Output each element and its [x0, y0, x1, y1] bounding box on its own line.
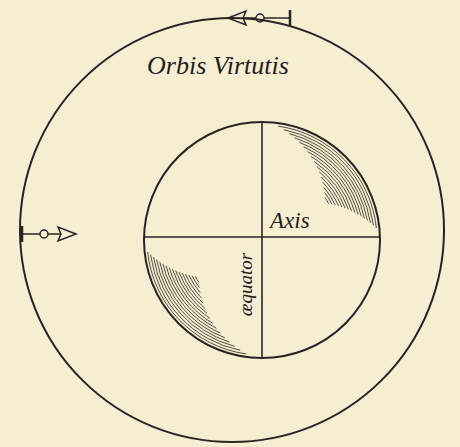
equator-label: æquator — [236, 251, 257, 318]
hatch-stroke — [325, 198, 329, 204]
hatch-stroke — [321, 177, 342, 207]
hatch-stroke — [172, 269, 209, 318]
virtue-orb-ring: Axis æquator Orbis Virtutis — [20, 18, 444, 442]
axis-line — [261, 122, 263, 358]
hatch-stroke — [317, 167, 348, 210]
hatch-stroke — [314, 162, 351, 211]
orb-label: Orbis Virtutis — [145, 52, 291, 81]
node-outline — [144, 122, 380, 358]
motion-arrow-left — [22, 226, 76, 242]
hatch-stroke — [303, 147, 361, 216]
hatch-stroke — [160, 262, 225, 338]
hatch-stroke — [319, 172, 345, 208]
circle-outline — [20, 18, 444, 442]
hatch-stroke — [154, 257, 235, 346]
axis-label: Axis — [268, 208, 312, 233]
arrow-ring — [40, 230, 48, 238]
hatch-stroke — [189, 275, 200, 293]
arrow-tail — [289, 10, 292, 26]
hatch-stroke — [195, 276, 199, 282]
hatch-stroke — [185, 274, 201, 298]
hatch-stroke — [163, 264, 221, 333]
arrow-head — [58, 227, 76, 241]
hatch-stroke — [182, 273, 203, 303]
hatch-stroke — [151, 255, 241, 351]
hatch-stroke — [192, 276, 199, 288]
hatch-stroke — [157, 260, 230, 343]
hatch-stroke — [179, 272, 205, 308]
hatch-stroke — [311, 157, 355, 213]
hatch-stroke — [169, 267, 213, 323]
circle-outline — [144, 122, 380, 358]
globe-lines — [144, 122, 380, 358]
hatch-stroke — [325, 192, 332, 204]
hatch-stroke — [323, 182, 339, 206]
globe-circle: Axis æquator — [144, 122, 380, 358]
equator-line — [144, 236, 380, 238]
hatch-stroke — [176, 271, 207, 314]
hatch-stroke — [324, 187, 335, 205]
